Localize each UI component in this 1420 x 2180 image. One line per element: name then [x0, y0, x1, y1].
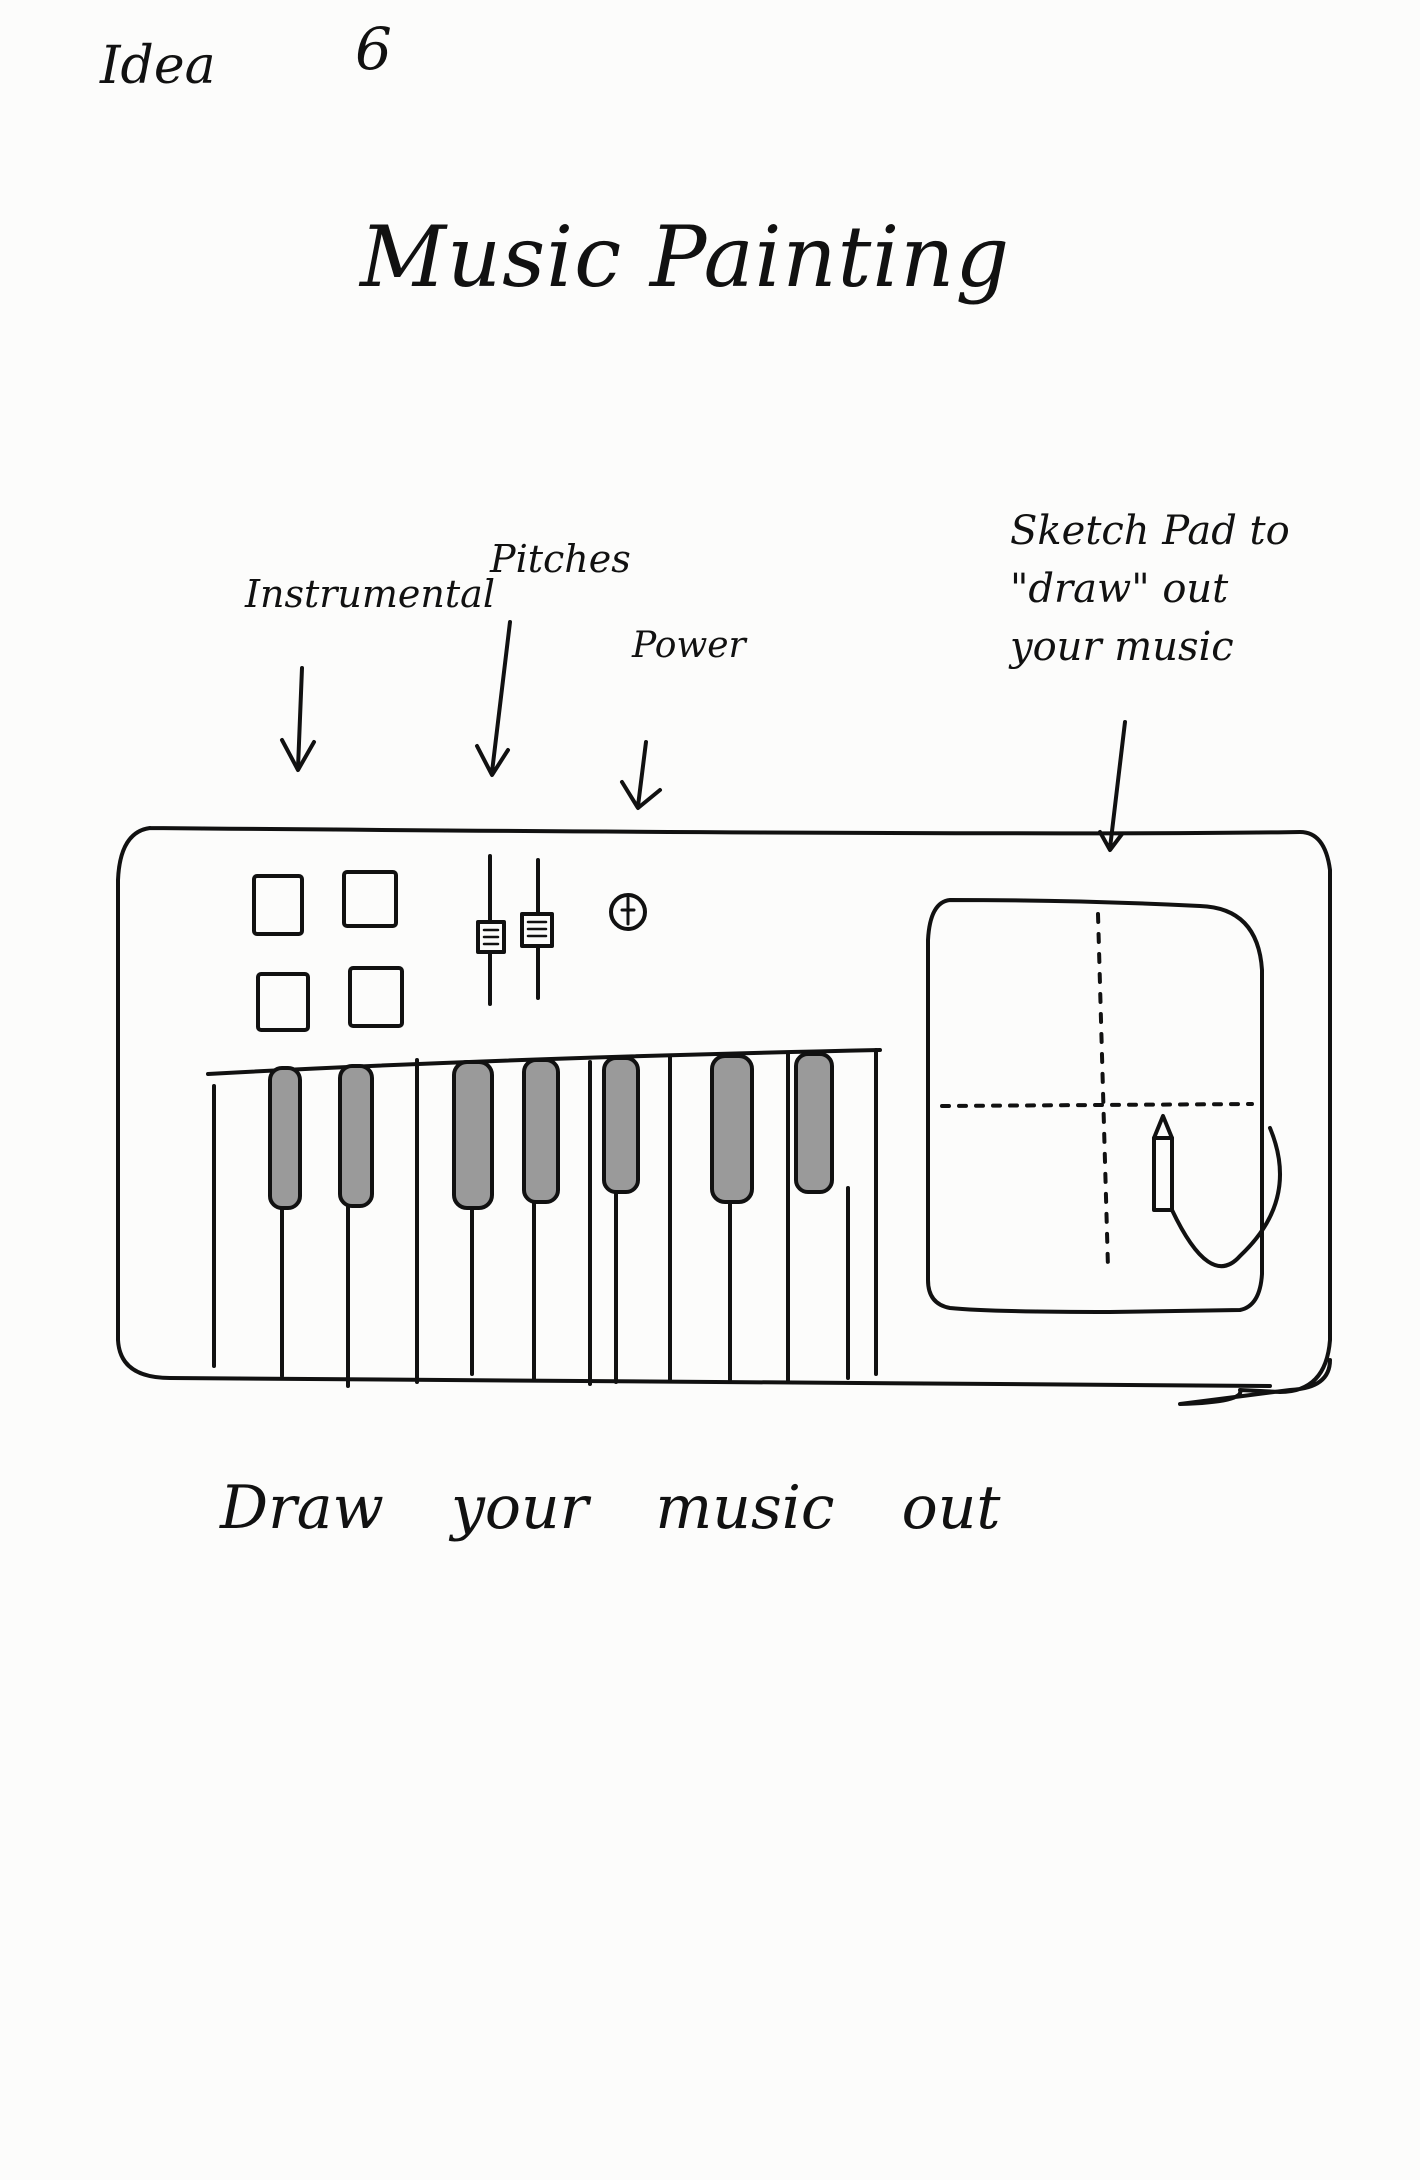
- black-key[interactable]: [522, 1058, 560, 1204]
- sketch-pad-label: Sketch Pad to "draw" out your music: [1010, 508, 1290, 670]
- black-key[interactable]: [710, 1054, 754, 1204]
- black-key[interactable]: [268, 1066, 302, 1210]
- instrument-button-2[interactable]: [342, 870, 398, 928]
- idea-label: Idea: [100, 36, 216, 96]
- power-knob[interactable]: [609, 893, 647, 931]
- black-key[interactable]: [602, 1056, 640, 1194]
- stylus-pen[interactable]: [1152, 1114, 1282, 1269]
- power-arrow: [620, 740, 662, 810]
- instrument-button-4[interactable]: [348, 966, 404, 1028]
- page-title: Music Painting: [360, 208, 1011, 306]
- black-keys: [268, 1052, 834, 1210]
- sketch-pad[interactable]: [926, 898, 1282, 1314]
- pitches-label: Pitches: [490, 537, 631, 581]
- sketch-pad-arrow: [1098, 720, 1127, 852]
- pitches-arrow: [475, 620, 512, 777]
- keyboard-outline: [116, 826, 1332, 1406]
- instrumental-label: Instrumental: [245, 572, 495, 616]
- pitch-slider-1[interactable]: [476, 854, 506, 1006]
- black-key[interactable]: [794, 1052, 834, 1194]
- sketch-pad-horizontal-axis: [940, 1102, 1254, 1108]
- instrument-button-1[interactable]: [252, 874, 304, 936]
- black-key[interactable]: [452, 1060, 494, 1210]
- black-key[interactable]: [338, 1064, 374, 1208]
- sketch-pad-vertical-axis: [1096, 912, 1110, 1270]
- sketch-pad-frame: [926, 898, 1264, 1314]
- instrumental-arrow: [280, 666, 316, 772]
- power-label: Power: [632, 625, 746, 666]
- pitch-slider-2[interactable]: [520, 858, 554, 1000]
- idea-number: 6: [355, 15, 392, 83]
- caption: Draw your music out: [220, 1473, 1001, 1543]
- instrument-button-3[interactable]: [256, 972, 310, 1032]
